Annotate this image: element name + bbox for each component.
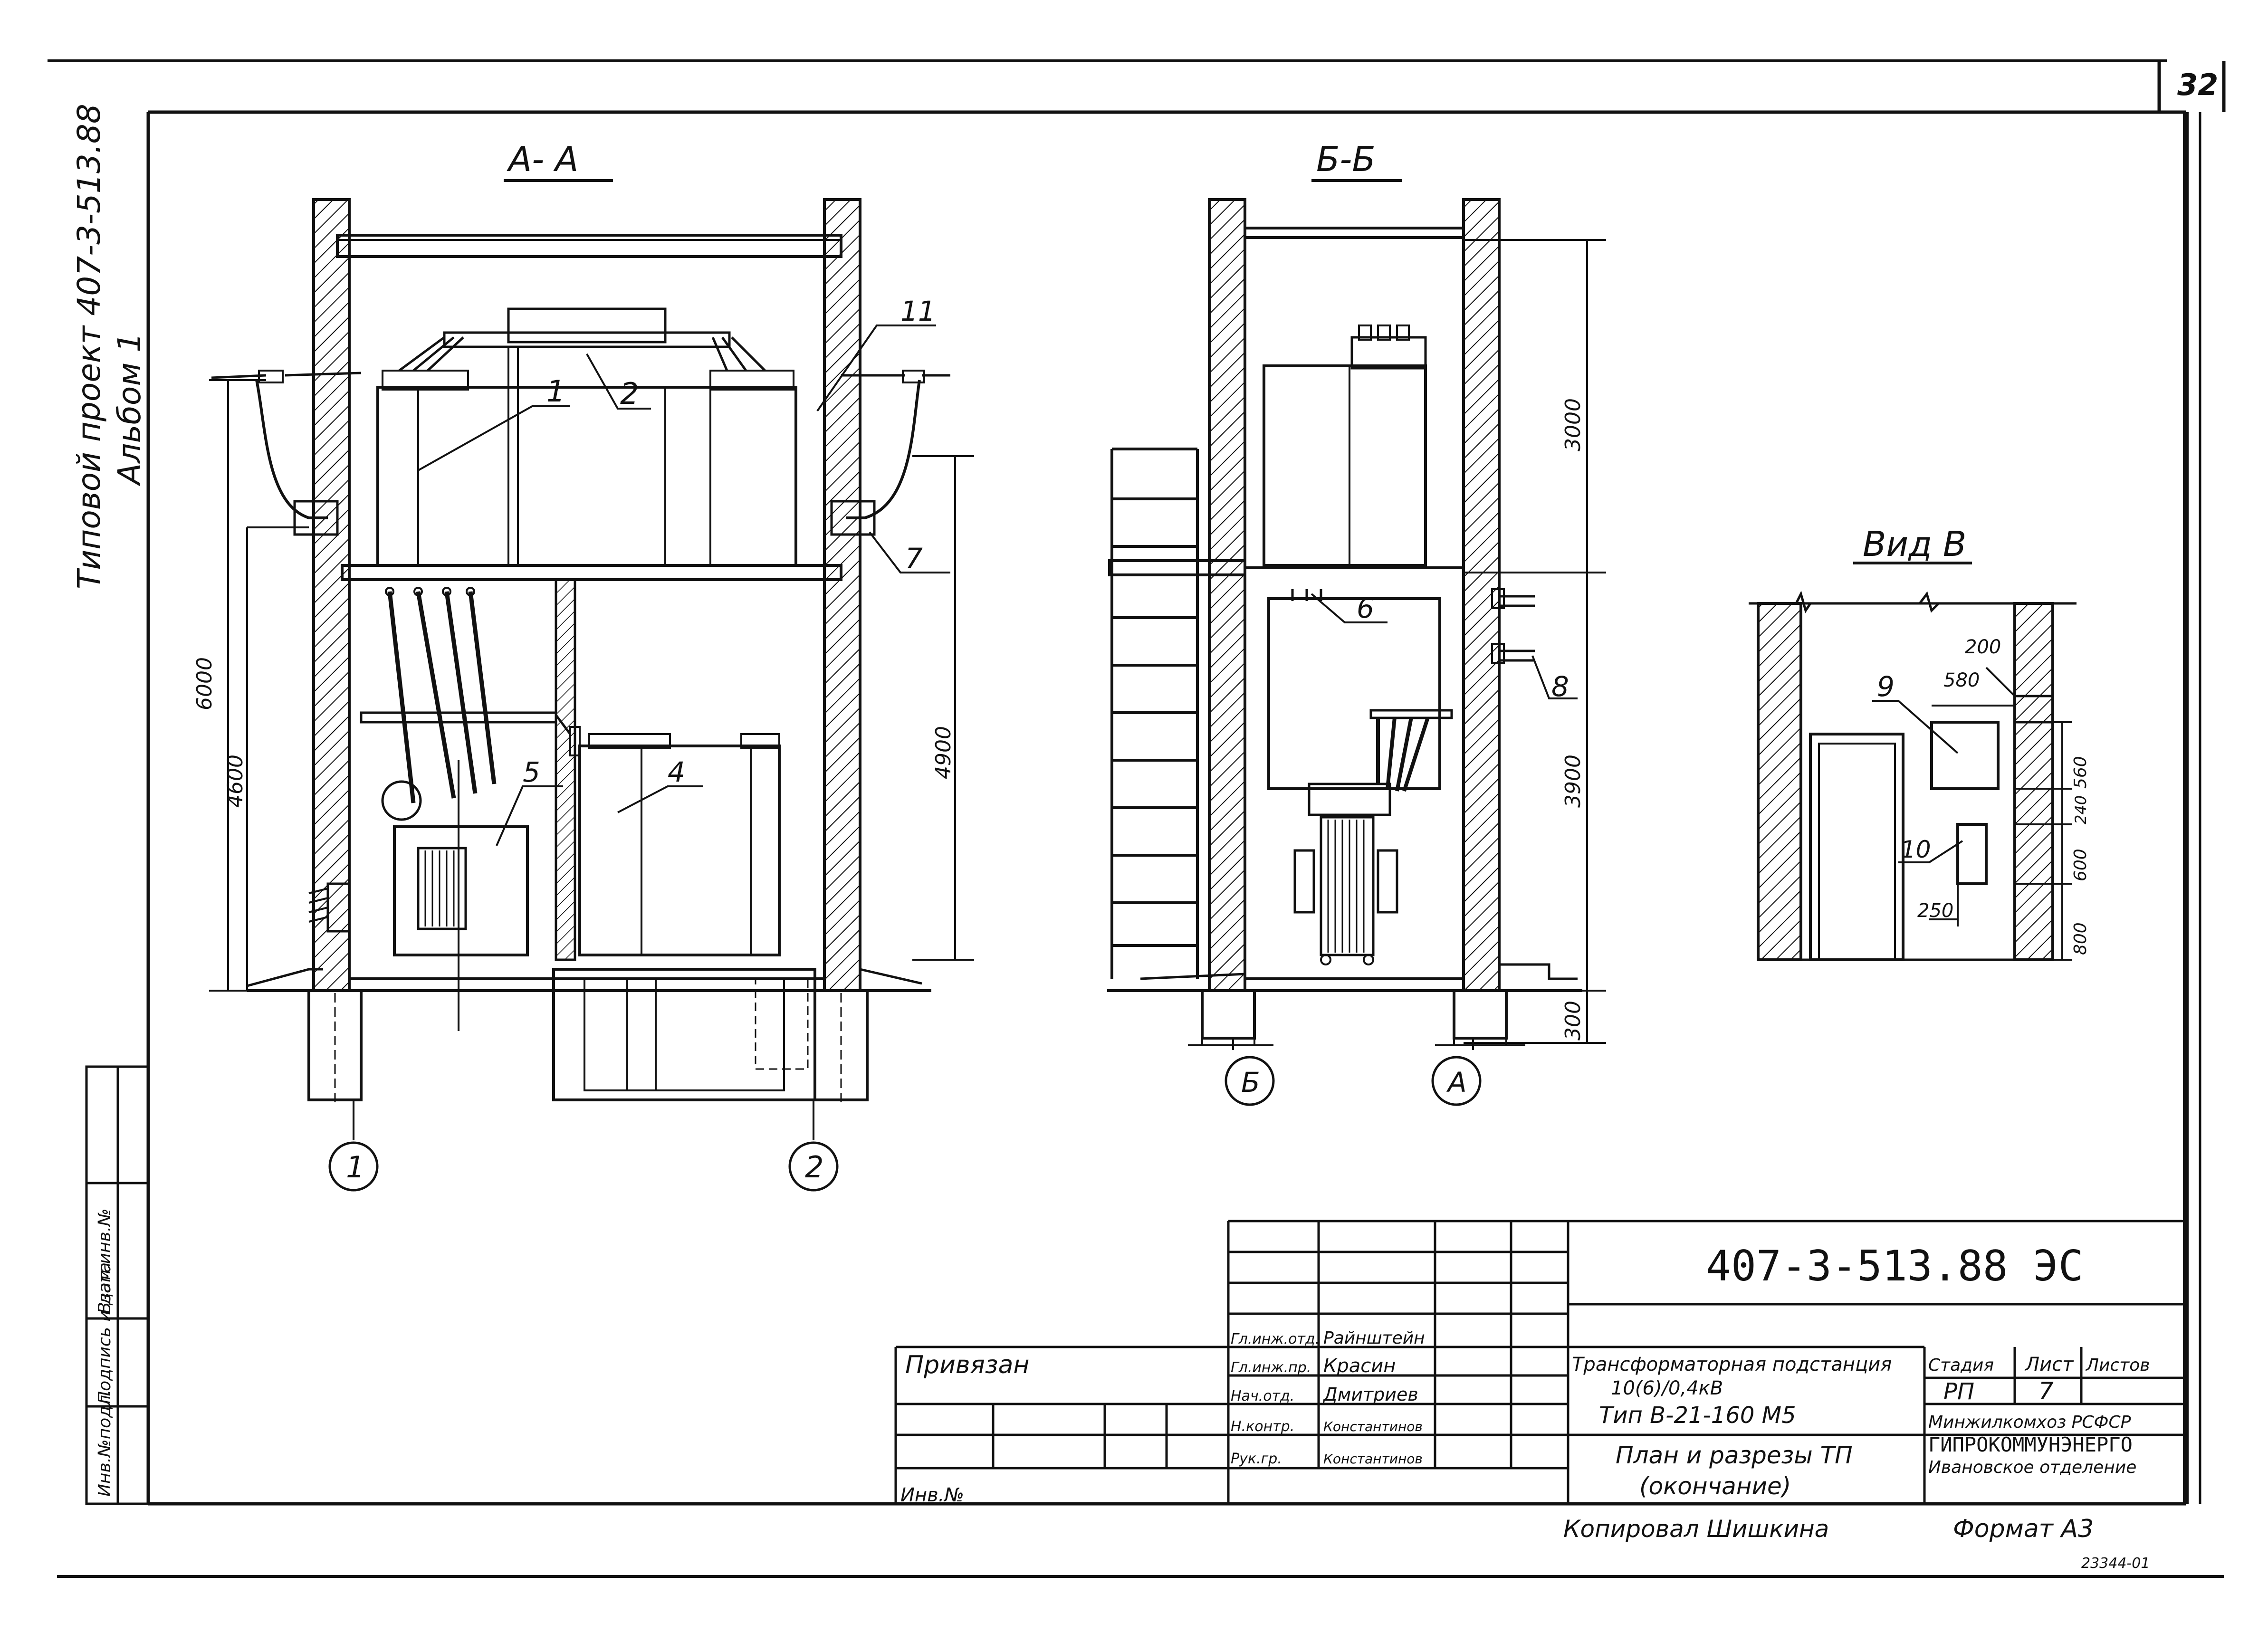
- callout-2: 2: [620, 376, 639, 411]
- stamp-vzam-inv: Взам.инв.№: [95, 1208, 115, 1314]
- left-stamp: [85, 1065, 150, 1505]
- role-1: Гл.инж.отд.: [1231, 1331, 1320, 1347]
- dim-6000: 6000: [192, 657, 217, 710]
- section-b-title: Б-Б: [1316, 139, 1376, 179]
- dim-800: 800: [2071, 922, 2090, 955]
- role-4: Н.контр.: [1231, 1418, 1294, 1435]
- dim-250: 250: [1917, 900, 1953, 922]
- dim-3900: 3900: [1561, 754, 1585, 808]
- sheet-title-2: (окончание): [1639, 1472, 1791, 1500]
- dim-240: 240: [2072, 795, 2090, 824]
- page-number: 32: [2177, 67, 2218, 102]
- section-a-a: А- А: [192, 139, 974, 1192]
- callout-7: 7: [905, 542, 923, 574]
- name-3: Дмитриев: [1322, 1384, 1418, 1405]
- org-2: ГИПРОКОММУНЭНЕРГО: [1928, 1433, 2133, 1456]
- dim-200: 200: [1965, 636, 2001, 658]
- dim-4900: 4900: [931, 726, 956, 779]
- callout-8: 8: [1551, 670, 1569, 703]
- project-title-1: Трансформаторная подстанция: [1572, 1354, 1892, 1375]
- sheet-value: 7: [2038, 1377, 2054, 1405]
- view-v-title: Вид В: [1863, 524, 1966, 564]
- axis-a: А: [1446, 1066, 1467, 1098]
- role-5: Рук.гр.: [1231, 1451, 1282, 1467]
- stamp-signature-date: Подпись и дата: [95, 1262, 115, 1404]
- axis-b: Б: [1241, 1066, 1260, 1098]
- sheet-title-1: План и разрезы ТП: [1616, 1442, 1853, 1469]
- callout-5: 5: [523, 756, 540, 788]
- inv-label: Инв.№: [900, 1484, 964, 1506]
- axis-2: 2: [805, 1150, 823, 1184]
- project-title-2: 10(6)/0,4кВ: [1611, 1377, 1723, 1399]
- name-4: Константинов: [1323, 1419, 1423, 1434]
- copied-by: Копировал Шишкина: [1563, 1515, 1829, 1543]
- callout-10: 10: [1901, 836, 1931, 863]
- org-3: Ивановское отделение: [1928, 1458, 2136, 1477]
- dim-3000: 3000: [1561, 398, 1585, 451]
- stage-value: РП: [1943, 1378, 1974, 1405]
- wall-left: [312, 198, 351, 992]
- callout-1: 1: [546, 374, 565, 409]
- dim-600: 600: [2071, 849, 2090, 881]
- org-1: Минжилкомхоз РСФСР: [1928, 1413, 2131, 1432]
- name-5: Константинов: [1323, 1451, 1423, 1467]
- format-label: Формат А3: [1953, 1515, 2094, 1543]
- col-sheets: Листов: [2085, 1356, 2150, 1375]
- callout-11: 11: [900, 295, 936, 327]
- name-2: Красин: [1323, 1355, 1396, 1377]
- bound-label: Привязан: [905, 1351, 1029, 1379]
- section-b-b: Б-Б: [1107, 139, 1606, 1106]
- col-sheet: Лист: [2024, 1354, 2074, 1375]
- title-block: [894, 1220, 2186, 1504]
- stamp-inv-podl: Инв.№подл.: [95, 1390, 115, 1497]
- axis-1: 1: [346, 1150, 364, 1184]
- wall-right: [823, 198, 861, 992]
- archive-number: 23344-01: [2081, 1555, 2150, 1572]
- project-title-3: Тип В-21-160 М5: [1599, 1402, 1796, 1429]
- callout-6: 6: [1357, 592, 1374, 624]
- dim-560: 560: [2071, 756, 2090, 789]
- role-2: Гл.инж.пр.: [1231, 1359, 1311, 1376]
- callout-9: 9: [1877, 670, 1895, 703]
- name-1: Райнштейн: [1323, 1328, 1425, 1348]
- side-title-line2: Альбом 1: [111, 333, 148, 487]
- callout-4: 4: [668, 756, 685, 788]
- doc-code: 407-3-513.88 ЭС: [1706, 1241, 2084, 1290]
- role-3: Нач.отд.: [1231, 1388, 1294, 1404]
- col-stage: Стадия: [1928, 1356, 1994, 1375]
- section-a-title: А- А: [507, 139, 578, 179]
- main-frame: [146, 61, 2226, 1506]
- dim-4600: 4600: [223, 754, 248, 808]
- dim-580: 580: [1943, 669, 1980, 691]
- dim-300: 300: [1561, 1001, 1585, 1041]
- view-v: Вид В 9 10 200 580 560 240 600 800 250: [1749, 524, 2090, 961]
- side-title-line1: Типовой проект 407-3-513.88: [71, 104, 107, 589]
